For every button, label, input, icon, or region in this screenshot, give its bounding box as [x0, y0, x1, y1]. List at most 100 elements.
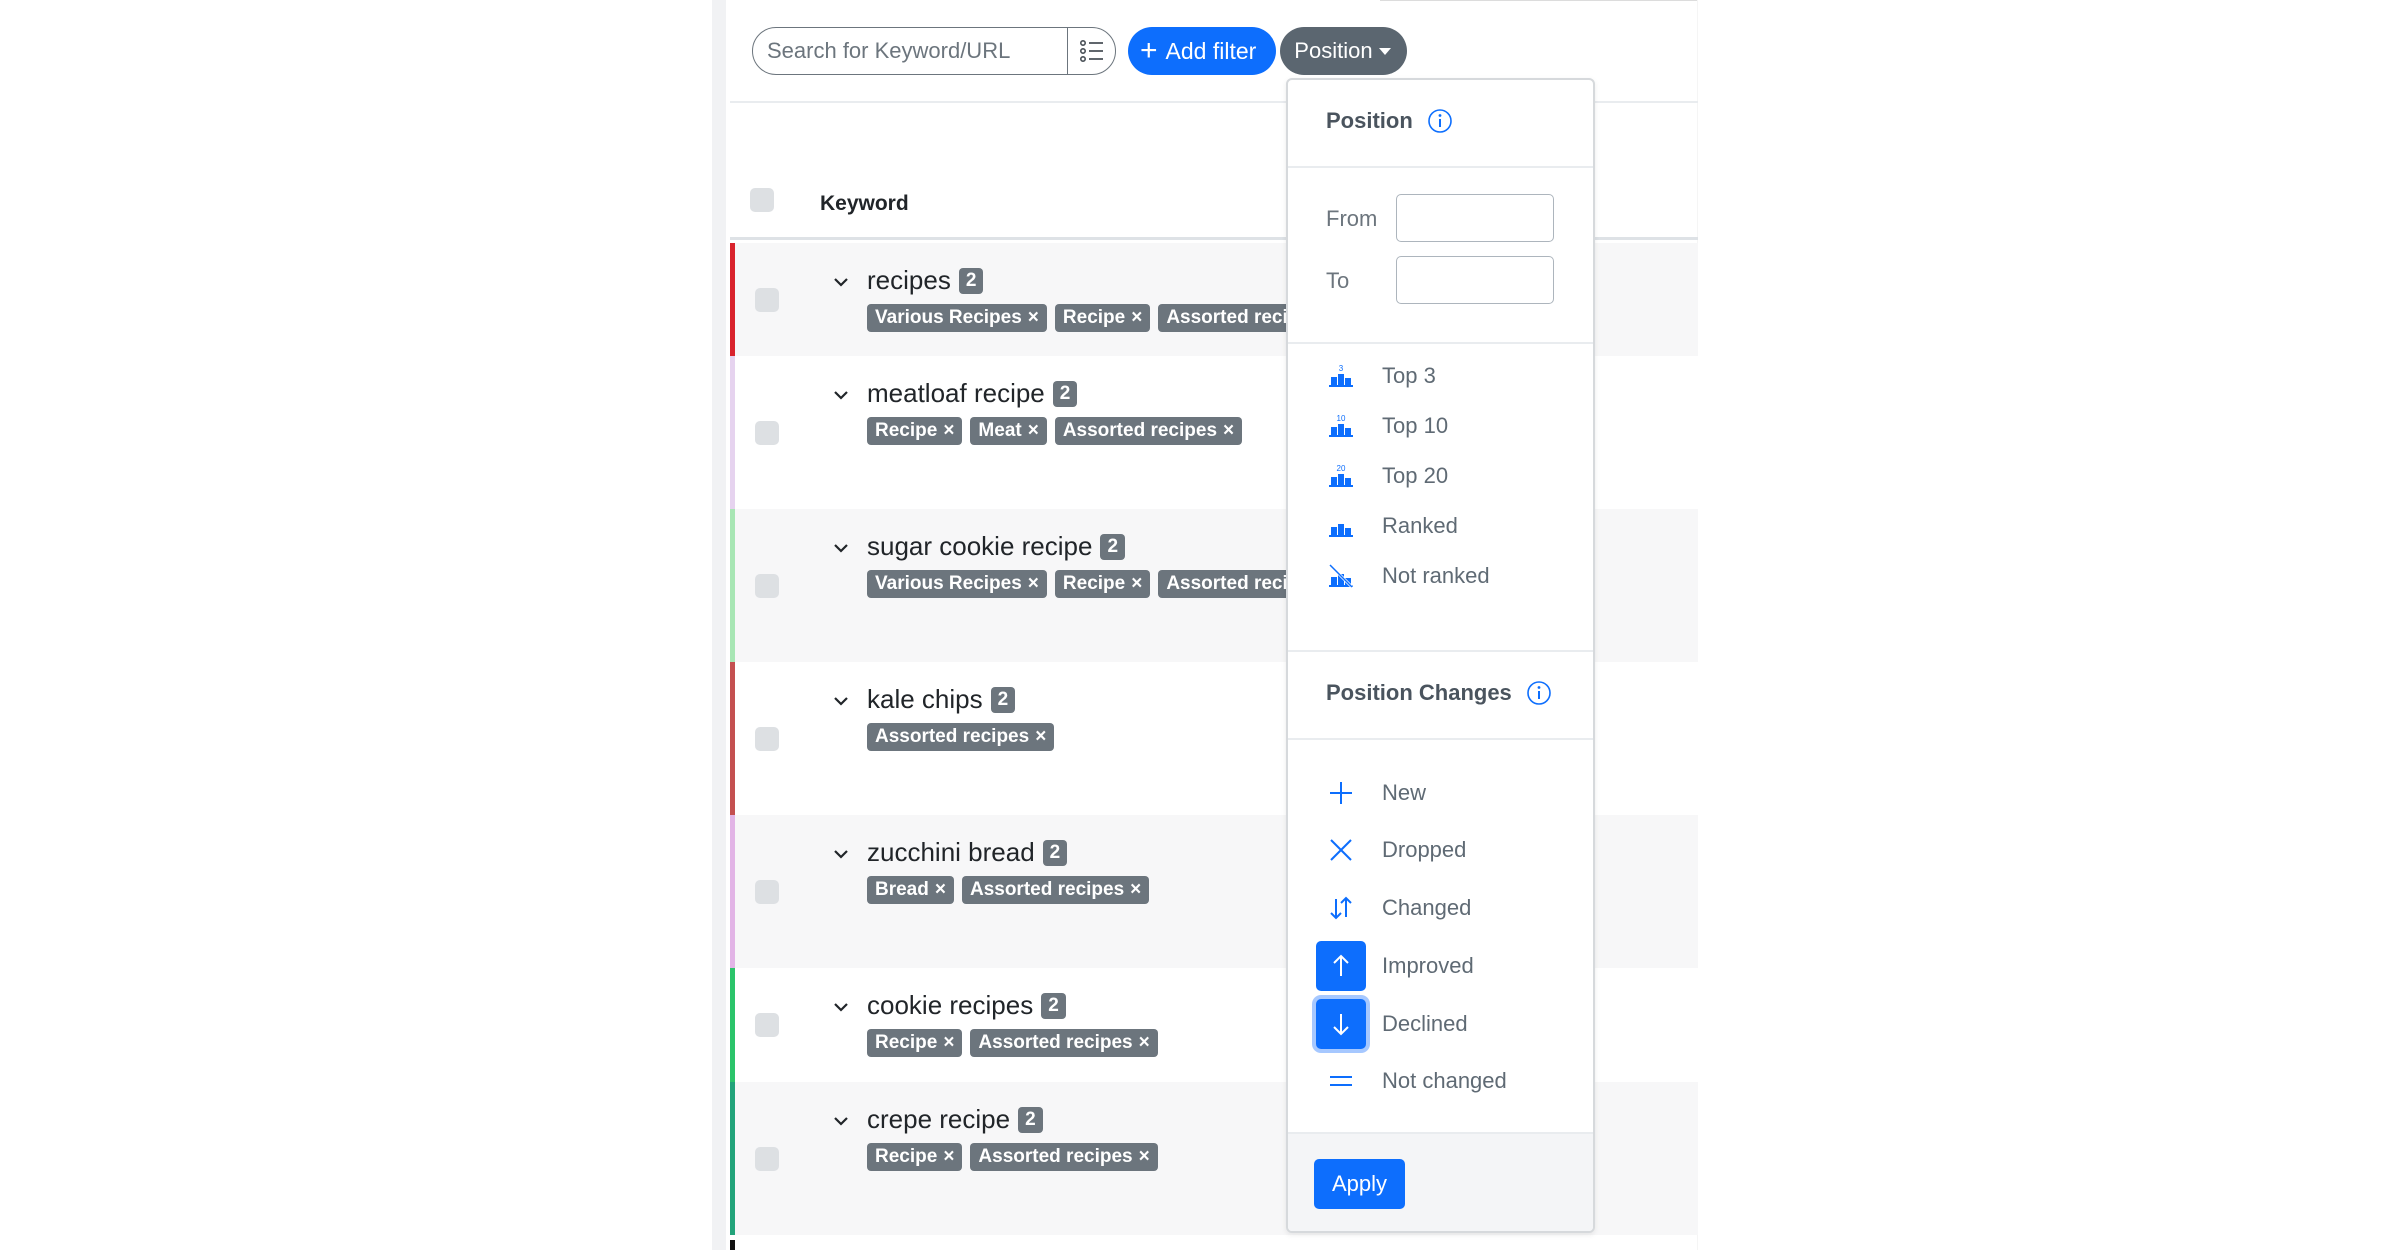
- tag-label: Recipe: [875, 1146, 938, 1167]
- remove-tag-icon[interactable]: ×: [1027, 573, 1039, 594]
- change-option-declined[interactable]: Declined: [1316, 999, 1468, 1049]
- remove-tag-icon[interactable]: ×: [1130, 879, 1142, 900]
- remove-tag-icon[interactable]: ×: [943, 1146, 955, 1167]
- apply-button[interactable]: Apply: [1314, 1159, 1406, 1209]
- tag-chip[interactable]: Assorted recipes×: [970, 1029, 1158, 1057]
- tag-chip[interactable]: Assorted recipes×: [970, 1143, 1158, 1171]
- remove-tag-icon[interactable]: ×: [934, 879, 946, 900]
- svg-text:10: 10: [1337, 414, 1346, 423]
- chevron-down-icon[interactable]: [833, 1113, 849, 1129]
- tag-chip[interactable]: Recipe×: [867, 417, 963, 445]
- remove-tag-icon[interactable]: ×: [1138, 1146, 1150, 1167]
- tag-label: Various Recipes: [875, 307, 1022, 328]
- count-badge: 2: [1018, 1106, 1043, 1133]
- keyword-text[interactable]: meatloaf recipe: [867, 378, 1045, 408]
- info-icon[interactable]: [1427, 108, 1453, 134]
- keyword-text[interactable]: kale chips: [867, 684, 983, 714]
- remove-tag-icon[interactable]: ×: [1131, 307, 1143, 328]
- keyword-text[interactable]: recipes: [867, 265, 951, 295]
- top-border: [1380, 0, 1697, 1]
- count-badge: 2: [1042, 839, 1068, 866]
- keyword-text[interactable]: sugar cookie recipe: [867, 531, 1093, 561]
- row-checkbox[interactable]: [755, 420, 779, 445]
- remove-tag-icon[interactable]: ×: [1027, 420, 1039, 441]
- up-down-arrows-icon[interactable]: [1326, 893, 1356, 923]
- plus-icon[interactable]: [1326, 778, 1356, 808]
- search-input[interactable]: [753, 28, 1067, 74]
- chevron-down-icon[interactable]: [833, 846, 849, 862]
- keyword-text[interactable]: cookie recipes: [867, 990, 1034, 1020]
- tag-list: Recipe×Meat×Assorted recipes×: [867, 417, 1243, 445]
- rank-option-ranked[interactable]: Ranked: [1326, 511, 1458, 541]
- remove-tag-icon[interactable]: ×: [1138, 1032, 1150, 1053]
- chevron-down-icon[interactable]: [833, 274, 849, 290]
- keyword-column-header[interactable]: Keyword: [820, 192, 909, 215]
- change-option-dropped[interactable]: Dropped: [1326, 825, 1466, 875]
- change-option-changed[interactable]: Changed: [1326, 883, 1471, 933]
- tag-chip[interactable]: Assorted recipes×: [961, 876, 1150, 904]
- position-changes-title-text: Position Changes: [1326, 680, 1512, 705]
- count-badge: 2: [1041, 992, 1066, 1019]
- remove-tag-icon[interactable]: ×: [943, 1032, 955, 1053]
- row-checkbox[interactable]: [755, 573, 779, 598]
- row-checkbox[interactable]: [755, 726, 779, 751]
- keyword-list-button[interactable]: [1067, 28, 1115, 74]
- remove-tag-icon[interactable]: ×: [1027, 307, 1039, 328]
- row-checkbox[interactable]: [755, 1013, 779, 1037]
- change-option-improved[interactable]: Improved: [1316, 941, 1474, 991]
- top-10-icon: 10: [1326, 411, 1356, 441]
- tag-chip[interactable]: Various Recipes×: [867, 570, 1047, 598]
- x-icon[interactable]: [1326, 835, 1356, 865]
- remove-tag-icon[interactable]: ×: [1131, 573, 1143, 594]
- chevron-down-icon[interactable]: [833, 387, 849, 403]
- tag-chip[interactable]: Recipe×: [867, 1143, 963, 1171]
- row-checkbox[interactable]: [755, 1146, 779, 1171]
- info-icon[interactable]: [1526, 680, 1552, 706]
- change-option-not-changed[interactable]: Not changed: [1326, 1056, 1507, 1106]
- chevron-down-icon[interactable]: [833, 540, 849, 556]
- change-option-new[interactable]: New: [1326, 768, 1426, 818]
- keywords-table: Keyword: [730, 160, 1698, 240]
- tag-list: Various Recipes×Recipe×Assorted recipes×: [867, 304, 1346, 332]
- remove-tag-icon[interactable]: ×: [1223, 420, 1235, 441]
- left-blank-area: [0, 0, 712, 1250]
- select-all-checkbox[interactable]: [750, 188, 774, 212]
- rank-option-label: Not ranked: [1382, 563, 1490, 588]
- tag-chip[interactable]: Recipe×: [867, 1029, 963, 1057]
- tag-chip[interactable]: Recipe×: [1054, 304, 1151, 332]
- position-filter-button[interactable]: Position: [1280, 27, 1407, 75]
- rank-option-label: Top 20: [1382, 463, 1449, 488]
- chevron-down-icon[interactable]: [833, 693, 849, 709]
- chevron-down-icon[interactable]: [833, 999, 849, 1015]
- tag-chip[interactable]: Recipe×: [1054, 570, 1151, 598]
- equals-icon[interactable]: [1326, 1066, 1356, 1096]
- tag-chip[interactable]: Bread×: [867, 876, 954, 904]
- keyword-text[interactable]: zucchini bread: [867, 837, 1035, 867]
- row-checkbox[interactable]: [755, 287, 779, 312]
- arrow-up-icon[interactable]: [1316, 941, 1366, 991]
- remove-tag-icon[interactable]: ×: [943, 420, 955, 441]
- position-from-input[interactable]: [1396, 194, 1554, 242]
- tag-chip[interactable]: Assorted recipes×: [1054, 417, 1243, 445]
- arrow-down-icon[interactable]: [1316, 999, 1366, 1049]
- keyword-text[interactable]: crepe recipe: [867, 1104, 1011, 1134]
- remove-tag-icon[interactable]: ×: [1035, 726, 1047, 747]
- tag-list: Recipe×Assorted recipes×: [867, 1143, 1158, 1171]
- tag-chip[interactable]: Meat×: [970, 417, 1047, 445]
- tag-chip[interactable]: Various Recipes×: [867, 304, 1047, 332]
- not-ranked-icon: [1326, 561, 1356, 591]
- add-filter-button[interactable]: + Add filter: [1128, 27, 1277, 75]
- position-to-input[interactable]: [1396, 256, 1554, 304]
- tag-chip[interactable]: Assorted recipes×: [867, 723, 1055, 751]
- change-option-label: New: [1382, 780, 1427, 805]
- tag-label: Assorted recipes: [978, 1032, 1133, 1053]
- change-option-label: Not changed: [1382, 1068, 1507, 1093]
- rank-option-not-ranked[interactable]: Not ranked: [1326, 561, 1490, 591]
- row-checkbox[interactable]: [755, 879, 779, 904]
